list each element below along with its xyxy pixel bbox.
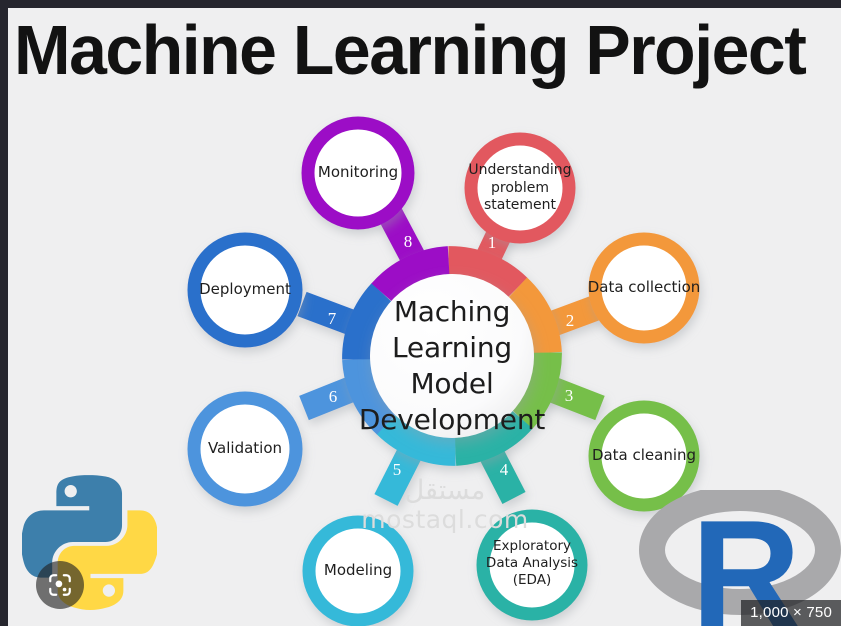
node-label-4: Exploratory Data Analysis (EDA) <box>485 538 579 588</box>
ring-segment-2 <box>507 277 562 354</box>
step-number-6: 6 <box>329 387 338 406</box>
python-blue-snake <box>21 474 123 578</box>
ring-segment-7 <box>342 283 393 360</box>
step-numbers: 1 2 3 4 5 6 7 8 <box>328 232 575 479</box>
diagram-svg: 1 2 3 4 5 6 7 8 <box>187 116 700 626</box>
node-label-6: Validation <box>207 439 283 457</box>
node-label-5: Modeling <box>323 561 393 579</box>
r-logo-ellipse <box>639 485 841 615</box>
ring-segment-6 <box>342 358 397 435</box>
node-circle-1[interactable] <box>464 132 576 244</box>
node-circle-2[interactable] <box>588 232 700 344</box>
node-bubbles <box>187 116 700 626</box>
hub-circle <box>370 274 534 438</box>
page-title: Machine Learning Project <box>14 11 807 89</box>
hub-line-4: Development <box>358 403 546 436</box>
hub-ring <box>342 246 562 466</box>
ring-segment-3 <box>511 352 562 429</box>
ring-segment-5 <box>376 413 456 466</box>
hub-label: Maching Learning Model Development <box>332 294 572 438</box>
node-label-1: Understanding problem statement <box>468 162 572 213</box>
window-left-rail <box>0 0 8 626</box>
node-circle-3[interactable] <box>588 400 700 512</box>
step-number-5: 5 <box>393 460 402 479</box>
step-number-2: 2 <box>566 311 575 330</box>
node-circle-8[interactable] <box>301 116 415 230</box>
google-lens-button[interactable] <box>36 561 84 609</box>
step-number-8: 8 <box>404 232 413 251</box>
step-number-1: 1 <box>488 233 497 252</box>
node-circle-4[interactable] <box>476 509 588 621</box>
image-canvas: Machine Learning Project <box>8 8 841 626</box>
window-top-band <box>0 0 841 8</box>
node-label-3: Data cleaning <box>591 446 697 464</box>
node-label-2: Data collection <box>587 278 701 296</box>
step-number-7: 7 <box>328 309 337 328</box>
node-label-8: Monitoring <box>317 163 399 181</box>
node-circle-6[interactable] <box>187 391 303 507</box>
ring-segment-1 <box>448 246 528 299</box>
node-circle-7[interactable] <box>187 232 303 348</box>
hub-line-3: Model <box>410 367 494 400</box>
hub-line-2: Learning <box>392 331 512 364</box>
image-size-badge: 1,000 × 750 <box>741 600 841 626</box>
node-circle-5[interactable] <box>302 515 414 626</box>
ml-lifecycle-diagram: 1 2 3 4 5 6 7 8 Maching Learning Model D… <box>8 88 841 626</box>
hub-line-1: Maching <box>393 295 511 328</box>
ring-segment-4 <box>454 409 533 466</box>
step-number-4: 4 <box>500 460 509 479</box>
step-number-3: 3 <box>565 386 574 405</box>
node-label-7: Deployment <box>199 280 291 298</box>
google-lens-icon <box>49 574 71 596</box>
ring-segment-8 <box>371 246 450 303</box>
